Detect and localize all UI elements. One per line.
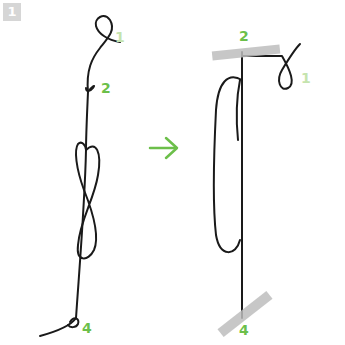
callout-number: 2 bbox=[239, 29, 249, 43]
callout-number: 4 bbox=[239, 323, 249, 337]
callout-number: 1 bbox=[115, 30, 125, 44]
step-number: 1 bbox=[3, 3, 21, 21]
callout-number: 2 bbox=[101, 81, 111, 95]
left-rope bbox=[40, 16, 120, 336]
step-arrow bbox=[150, 138, 177, 158]
callout-number: 1 bbox=[301, 71, 311, 85]
tape-bar bbox=[212, 44, 281, 60]
callout-number: 4 bbox=[82, 321, 92, 335]
right-rope bbox=[214, 44, 300, 318]
tape-bar bbox=[217, 291, 272, 337]
